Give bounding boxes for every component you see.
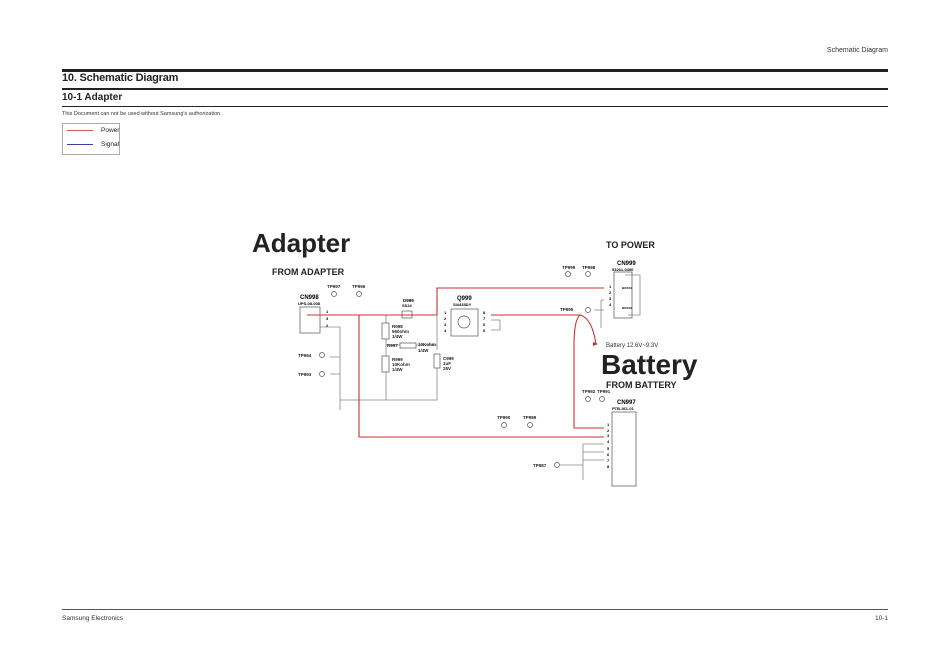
r999-power: 1/4W (392, 367, 403, 372)
legend-label: Power (101, 127, 120, 134)
subsection-title: 10-1 Adapter (62, 92, 123, 103)
d999-part: SS24 (402, 303, 413, 308)
pin: 5 (607, 446, 610, 451)
c999-voltage: 25V (443, 366, 451, 371)
d999-ref: D999 (403, 298, 414, 303)
pin: 2 (326, 323, 329, 328)
cn999-part: 53261-0490 (612, 267, 634, 272)
tag: BOSS2 (622, 306, 633, 310)
section-title: 10. Schematic Diagram (62, 72, 179, 84)
pin: 2 (609, 290, 612, 295)
r997-power: 1/4W (418, 348, 429, 353)
tp994-label: TP994 (298, 353, 312, 358)
cn997-part: PTB-361-01 (612, 406, 635, 411)
to-power-label: TO POWER (606, 240, 655, 250)
c999-value: 1uF (443, 361, 451, 366)
disclaimer: This Document can not be used without Sa… (62, 111, 222, 117)
r999-ref: R999 (392, 357, 403, 362)
r998-ref: R998 (392, 324, 403, 329)
from-adapter-label: FROM ADAPTER (272, 267, 345, 277)
pin: 3 (609, 296, 612, 301)
tp997-label: TP997 (327, 284, 341, 289)
test-point-icons (319, 271, 605, 468)
top-rule (62, 69, 888, 72)
legend-power: Power (67, 127, 119, 134)
tp996-label: TP996 (352, 284, 366, 289)
adapter-title: Adapter (252, 228, 350, 258)
cn999-connector (613, 271, 633, 319)
footer-company: Samsung Electronics (62, 615, 124, 622)
tp990-label: TP990 (497, 415, 511, 420)
r997-resistor (399, 342, 417, 349)
pin: 2 (607, 428, 610, 433)
legend: Power Signal (62, 123, 120, 155)
pin: 1 (444, 310, 447, 315)
pin: 3 (444, 322, 447, 327)
r998-value: 560ohm (392, 329, 409, 334)
tp998-label: TP998 (582, 265, 596, 270)
cn998-connector (299, 306, 321, 334)
pin: 6 (483, 322, 486, 327)
q999-ref: Q999 (457, 296, 472, 302)
r999-resistor (381, 355, 390, 373)
from-battery-label: FROM BATTERY (606, 380, 677, 390)
tp989-label: TP989 (523, 415, 537, 420)
r997-ref: R997 (387, 343, 398, 348)
pin: 6 (607, 452, 610, 457)
pin: 1 (326, 309, 329, 314)
tp995-label: TP995 (560, 307, 574, 312)
transistor-icon (457, 315, 471, 329)
r999-value: 10Kohm (392, 362, 410, 367)
battery-title: Battery (601, 349, 698, 380)
c999-ref: C999 (443, 356, 454, 361)
pin: 7 (483, 316, 486, 321)
pin: 5 (483, 328, 486, 333)
cn997-ref: CN997 (617, 400, 636, 406)
pin: 3 (326, 316, 329, 321)
pin: 8 (483, 310, 486, 315)
pin: 1 (609, 284, 612, 289)
tp999-label: TP999 (562, 265, 576, 270)
tp992-label: TP992 (582, 389, 596, 394)
footer-rule (62, 609, 888, 610)
tp991-label: TP991 (597, 389, 611, 394)
power-wires (307, 287, 604, 438)
pin: 1 (607, 422, 610, 427)
pin: 4 (444, 328, 447, 333)
pin: 2 (444, 316, 447, 321)
signal-wires (320, 274, 641, 480)
pin: 4 (607, 439, 610, 444)
running-header: Schematic Diagram (826, 47, 888, 54)
c999-capacitor (433, 353, 441, 369)
r998-resistor (381, 322, 390, 340)
pin: 4 (609, 302, 612, 307)
r997-value: 10Kohm (418, 342, 436, 347)
pin: 7 (607, 458, 610, 463)
page-number: 10-1 (874, 615, 888, 622)
cn997-connector (611, 411, 637, 487)
rule (62, 88, 888, 90)
tag: BOSS1 (622, 286, 633, 290)
legend-label: Signal (101, 141, 120, 148)
cn999-ref: CN999 (617, 261, 636, 267)
d999-diode (401, 310, 413, 319)
legend-signal: Signal (67, 141, 119, 148)
pin: 3 (607, 433, 610, 438)
q999-part: SI4435DY (453, 302, 472, 307)
cn998-part: UPS-08-008 (298, 301, 321, 306)
cn998-ref: CN998 (300, 295, 319, 301)
rule (62, 106, 888, 107)
r998-power: 1/4W (392, 334, 403, 339)
tp993-label: TP993 (298, 372, 312, 377)
q999-mosfet (450, 308, 479, 337)
pin: 8 (607, 464, 610, 469)
tp987-label: TP987 (533, 463, 547, 468)
battery-note: Battery 12.6V~9.3V (606, 343, 658, 349)
